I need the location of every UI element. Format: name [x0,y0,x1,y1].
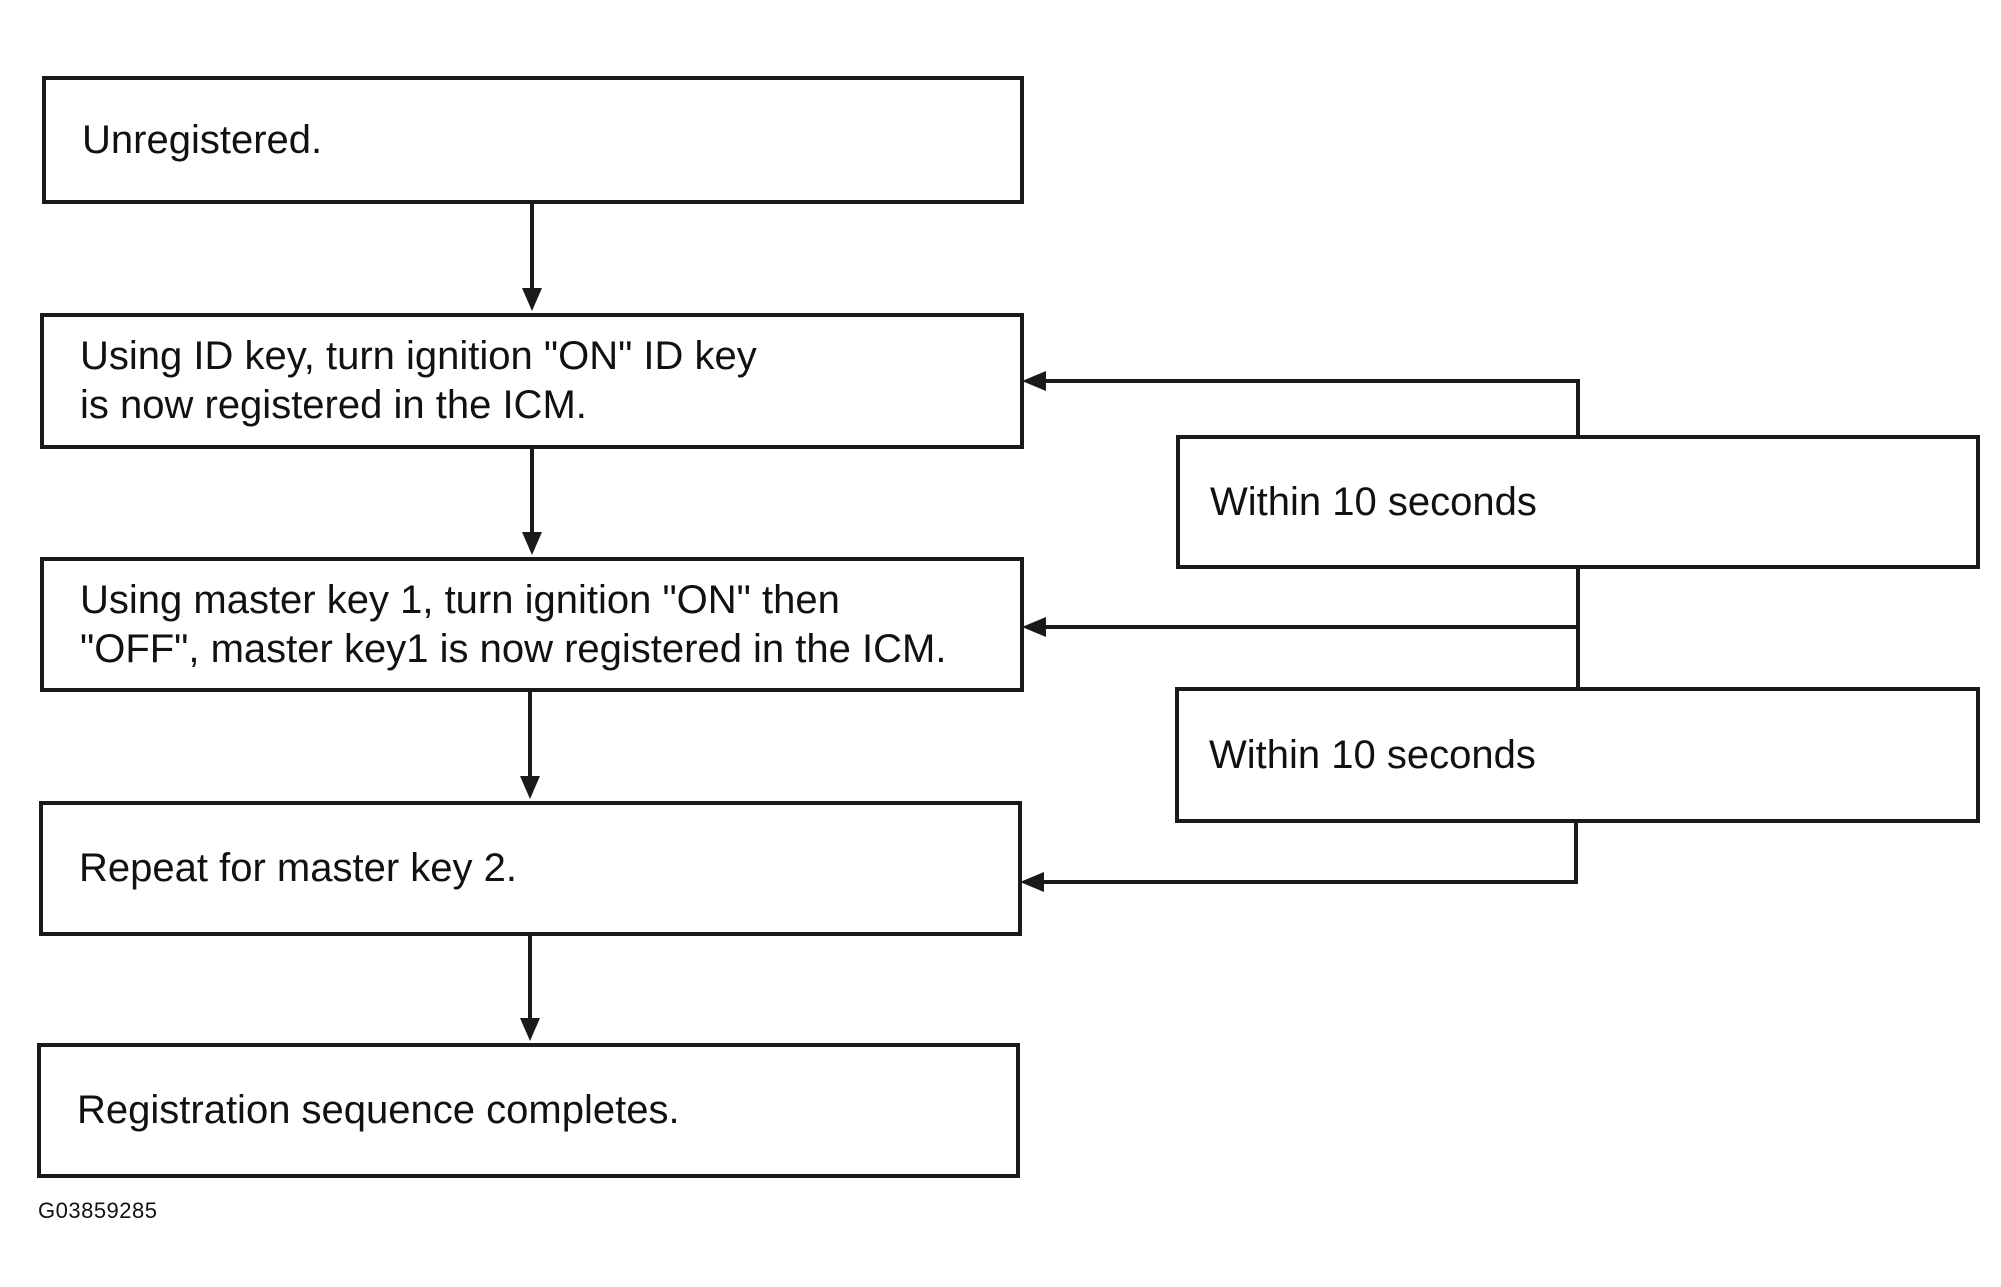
step-unregistered-text: Unregistered. [82,117,323,162]
arrowhead-master-key-1 [522,532,542,555]
step-repeat-master-key-2: Repeat for master key 2. [39,801,1022,936]
timing-note-lower-text: Within 10 seconds [1209,732,1536,777]
step-master-key-1-text-line-2: "OFF", master key1 is now registered in … [80,626,947,671]
step-id-key-text-line-1: Using ID key, turn ignition "ON" ID key [80,334,757,378]
timing-note-lower: Within 10 seconds [1175,687,1980,823]
step-master-key-1-text-line-1: Using master key 1, turn ignition "ON" t… [80,577,840,622]
timing-note-upper: Within 10 seconds [1176,435,1980,569]
step-registration-complete: Registration sequence completes. [37,1043,1020,1178]
figure-id: G03859285 [38,1198,158,1223]
step-unregistered: Unregistered. [42,76,1024,204]
step-complete-text: Registration sequence completes. [77,1088,680,1132]
arrowhead-into-master-key-2-box [1020,872,1044,892]
arrowhead-master-key-2 [520,776,540,799]
timing-connector-lower [1044,821,1578,884]
arrowhead-id-key [522,288,542,311]
arrowhead-complete [520,1018,540,1041]
step-master-key-1-registered: Using master key 1, turn ignition "ON" t… [40,557,1024,692]
arrowhead-into-id-key-box [1022,371,1046,391]
timing-note-upper-text: Within 10 seconds [1210,479,1537,524]
step-repeat-text: Repeat for master key 2. [79,846,517,890]
timing-connector-upper [1046,379,1580,435]
arrowhead-into-master-key-1-box [1022,617,1046,637]
step-id-key-text-line-2: is now registered in the ICM. [80,383,587,427]
step-id-key-registered: Using ID key, turn ignition "ON" ID key … [40,313,1024,449]
